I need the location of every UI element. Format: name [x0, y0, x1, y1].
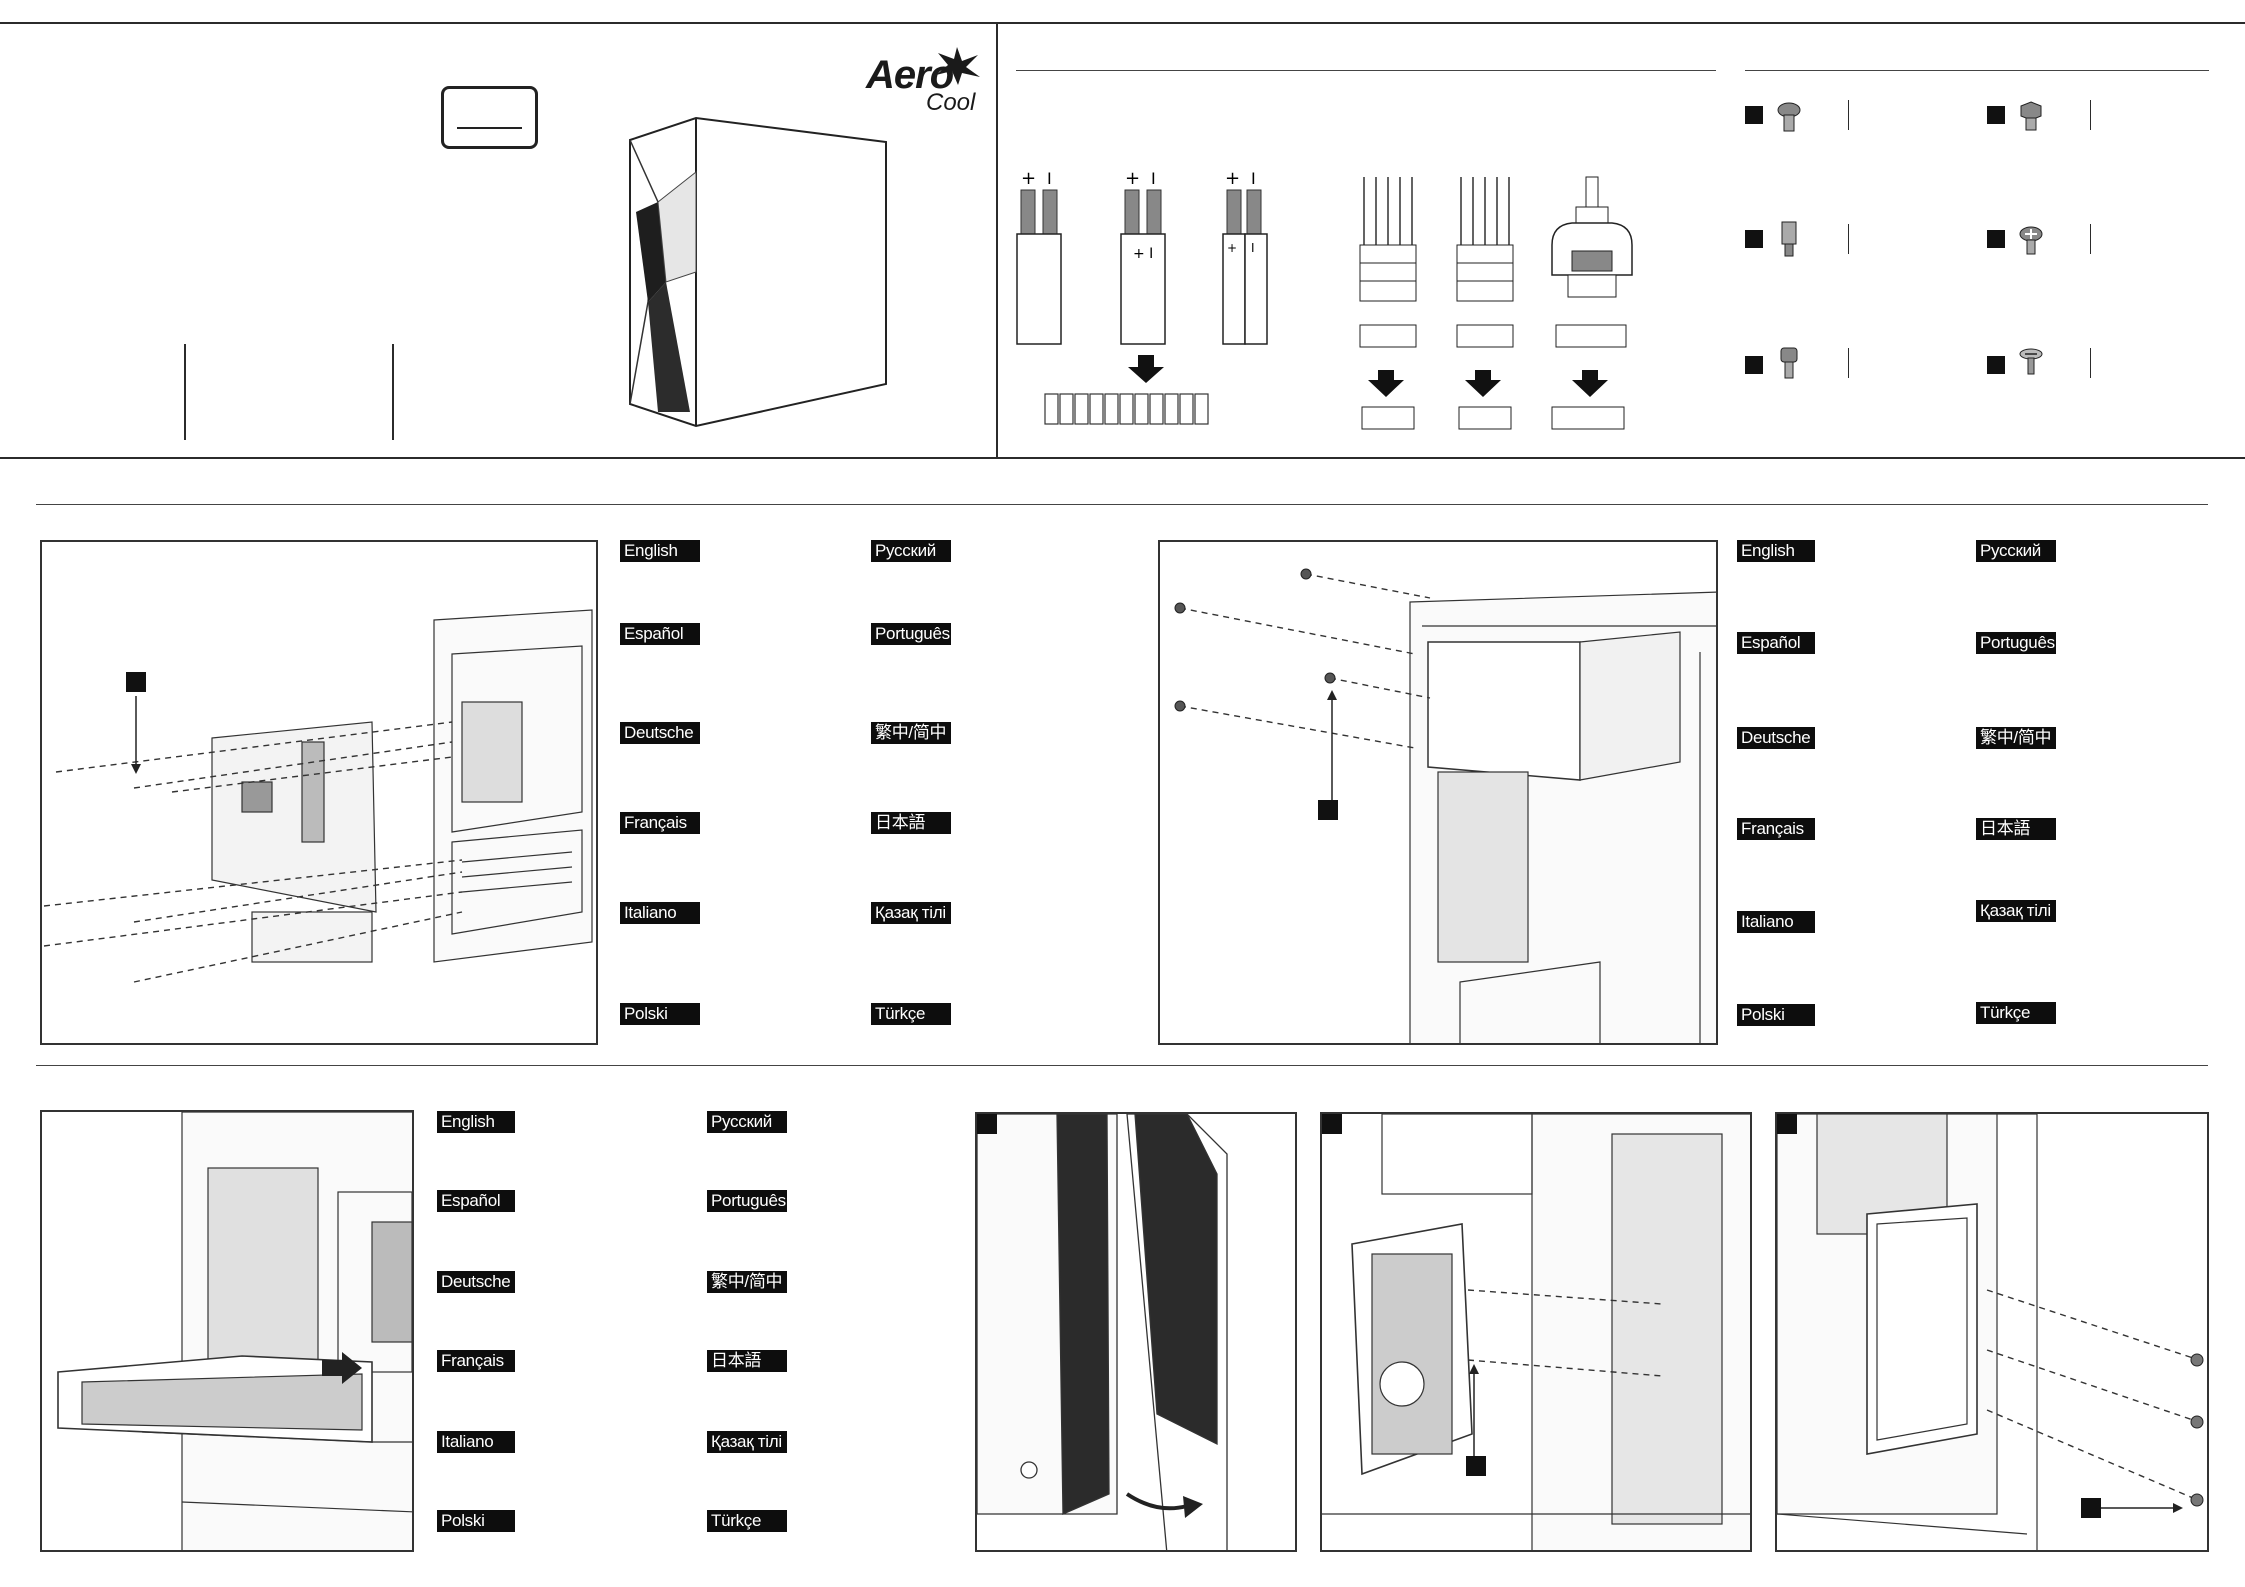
accessory-separator [1848, 224, 1849, 254]
logo-text-cool: Cool [926, 89, 976, 116]
two-pin-connector-2: + I + I [1120, 168, 1166, 345]
svg-text:+: + [1125, 168, 1140, 189]
lang-label-portuguese: Português [871, 623, 951, 645]
lang-label-italian: Italiano [1737, 911, 1815, 933]
lang-label-japanese: 日本語 [1976, 818, 2056, 840]
svg-text:I: I [1251, 169, 1256, 188]
psu-install-figure [1158, 540, 1718, 1045]
lang-label-turkish: Türkçe [707, 1510, 787, 1532]
model-badge [441, 86, 538, 149]
lang-label-spanish: Español [1737, 632, 1815, 654]
lang-label-turkish: Türkçe [1976, 1002, 2056, 1024]
section3-rule [36, 1065, 2208, 1066]
accessory-separator [2090, 100, 2091, 130]
lang-label-portuguese: Português [707, 1190, 787, 1212]
lang-label-french: Français [620, 812, 700, 834]
svg-text:I: I [1251, 241, 1255, 255]
lang-label-portuguese: Português [1976, 632, 2056, 654]
step-marker-b [1322, 1114, 1342, 1134]
flat-screw-icon [2019, 348, 2043, 375]
usb3-connector [1551, 176, 1633, 430]
accessory-marker-2 [1987, 106, 2005, 124]
lang-label-german: Deutsche [437, 1271, 515, 1293]
lang-label-polish: Polski [1737, 1004, 1815, 1026]
svg-text:+: + [1225, 168, 1240, 189]
hdd-install-figure [1775, 1112, 2209, 1552]
lang-label-italian: Italiano [437, 1431, 515, 1453]
accessory-marker-6 [1987, 356, 2005, 374]
svg-text:+ I: + I [1133, 246, 1153, 262]
accessory-separator [1848, 348, 1849, 378]
top-border [0, 22, 2245, 24]
down-arrow-icon [1128, 355, 1164, 383]
header-divider [0, 457, 2245, 459]
lang-label-chinese: 繁中/简中 [1976, 727, 2056, 749]
usb2-connector [1456, 177, 1514, 430]
lang-label-japanese: 日本語 [871, 812, 951, 834]
accessory-separator [2090, 224, 2091, 254]
logo-text-aero: Aero [866, 53, 954, 97]
lang-label-english: English [437, 1111, 515, 1133]
motherboard-install-figure [40, 540, 598, 1045]
lang-label-german: Deutsche [1737, 727, 1815, 749]
step-marker-a [977, 1114, 997, 1134]
lang-label-chinese: 繁中/简中 [871, 722, 951, 744]
lang-label-polish: Polski [437, 1510, 515, 1532]
svg-text:I: I [1151, 169, 1156, 188]
section2-rule [36, 504, 2208, 505]
lang-label-italian: Italiano [620, 902, 700, 924]
lang-label-french: Français [1737, 818, 1815, 840]
aerocool-logo: Aero Cool [866, 45, 986, 120]
lang-label-chinese: 繁中/简中 [707, 1271, 787, 1293]
polarity-plus: + [1021, 168, 1036, 189]
accessory-separator [2090, 348, 2091, 378]
front-panel-header-pins [1044, 393, 1209, 425]
lang-label-kazakh: Қазақ тілі [707, 1431, 787, 1453]
hd-audio-connector [1359, 177, 1417, 430]
accessory-marker-1 [1745, 106, 1763, 124]
two-pin-connector-1: + I [1016, 168, 1062, 345]
spec-divider-left [184, 344, 186, 440]
lang-label-russian: Русский [1976, 540, 2056, 562]
lang-label-spanish: Español [437, 1190, 515, 1212]
polarity-minus: I [1047, 169, 1052, 188]
step-marker [2081, 1498, 2101, 1518]
step-marker [1466, 1456, 1486, 1476]
logo-star-icon [936, 47, 980, 85]
accessory-separator [1848, 100, 1849, 130]
header-vertical-divider [996, 22, 998, 458]
lang-label-english: English [1737, 540, 1815, 562]
standoff-icon [1781, 221, 1797, 257]
thumb-screw-icon [1780, 347, 1798, 379]
lang-label-turkish: Türkçe [871, 1003, 951, 1025]
accessory-marker-4 [1987, 230, 2005, 248]
lang-label-kazakh: Қазақ тілі [1976, 900, 2056, 922]
accessory-marker-3 [1745, 230, 1763, 248]
phillips-screw-icon [2019, 226, 2043, 255]
spec-divider-right [392, 344, 394, 440]
connectors-title-rule [1016, 70, 1716, 71]
lang-label-russian: Русский [871, 540, 951, 562]
accessory-marker-5 [1745, 356, 1763, 374]
two-pin-connector-3: + I + I [1222, 168, 1268, 345]
lang-label-german: Deutsche [620, 722, 700, 744]
lang-label-russian: Русский [707, 1111, 787, 1133]
lang-label-polish: Polski [620, 1003, 700, 1025]
front-panel-removal-figure [975, 1112, 1297, 1552]
case-illustration [629, 116, 887, 428]
hex-screw-icon [2020, 101, 2042, 131]
step-marker-c [1777, 1114, 1797, 1134]
lang-label-english: English [620, 540, 700, 562]
lang-label-spanish: Español [620, 623, 700, 645]
lang-label-french: Français [437, 1350, 515, 1372]
lang-label-japanese: 日本語 [707, 1350, 787, 1372]
lang-label-kazakh: Қазақ тілі [871, 902, 951, 924]
accessories-title-rule [1745, 70, 2209, 71]
step-marker [1318, 800, 1338, 820]
hdd-bracket-figure [1320, 1112, 1752, 1552]
step-marker [126, 672, 146, 692]
gpu-install-figure [40, 1110, 414, 1552]
svg-text:+: + [1227, 241, 1237, 255]
motherboard-screw-icon [1777, 102, 1801, 132]
